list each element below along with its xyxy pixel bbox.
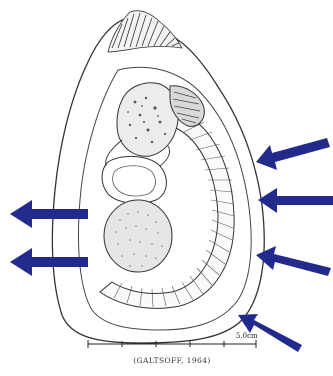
outflow-arrow-1 <box>10 200 88 228</box>
outgoing-arrows <box>10 200 88 276</box>
incoming-arrows <box>238 138 333 352</box>
hinge-umbo <box>108 11 182 52</box>
inflow-arrow-2 <box>258 188 333 213</box>
scale-label: 5.0cm <box>236 332 258 340</box>
figure-caption: (GALTSOFF, 1964) <box>112 356 232 365</box>
visceral-mass-upper <box>117 83 178 156</box>
scale-bar <box>88 340 256 348</box>
adductor-muscle <box>104 200 172 272</box>
inflow-arrow-1 <box>256 138 330 170</box>
inflow-arrow-3 <box>256 246 331 276</box>
outflow-arrow-2 <box>10 248 88 276</box>
